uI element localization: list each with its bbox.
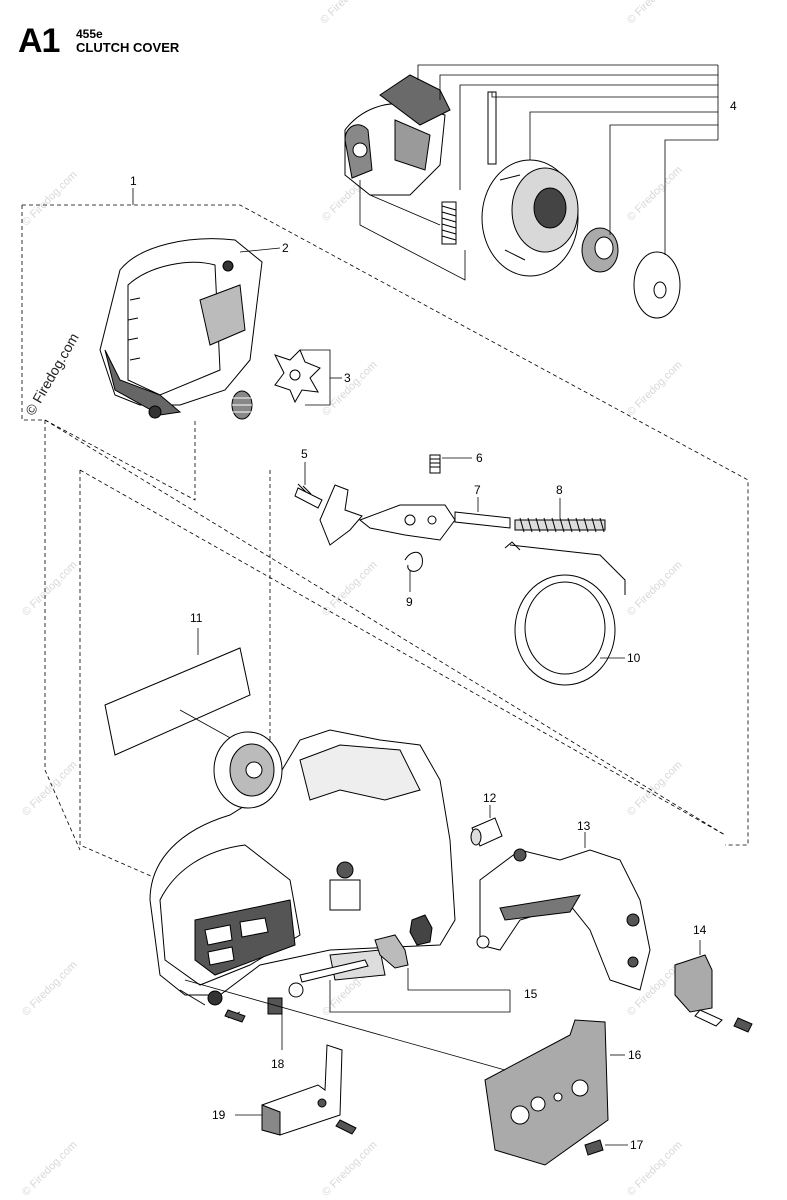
part-10-brake-band — [504, 541, 626, 686]
callout-4: 4 — [730, 99, 737, 113]
part-14-guide-block — [674, 940, 753, 1033]
callout-15: 15 — [524, 987, 538, 1001]
callout-16: 16 — [628, 1048, 642, 1062]
plate-leaders — [184, 979, 628, 1146]
part-screw-18 — [224, 1009, 246, 1023]
diagram-code: A1 — [18, 22, 60, 60]
callout-3: 3 — [344, 371, 351, 385]
callout-12: 12 — [483, 791, 497, 805]
callout-13: 13 — [577, 819, 591, 833]
callout-4-leaders — [359, 64, 719, 281]
callout-5: 5 — [301, 447, 308, 461]
callout-11: 11 — [190, 611, 203, 625]
callout-labels: 1 2 3 4 5 6 7 8 9 10 11 12 13 14 15 16 1… — [130, 99, 737, 1152]
callout-18: 18 — [271, 1057, 285, 1071]
linkage-leaders — [304, 457, 561, 592]
model-number: 455e — [76, 27, 103, 41]
callout-7: 7 — [474, 483, 481, 497]
callout-2: 2 — [282, 241, 289, 255]
clutch-cover-body — [149, 729, 456, 1006]
diagram-title: CLUTCH COVER — [76, 40, 180, 55]
callout-14: 14 — [693, 923, 707, 937]
callout-6: 6 — [476, 451, 483, 465]
part-5-to-9-brake-linkage — [294, 454, 606, 572]
callout-9: 9 — [406, 595, 413, 609]
part-15-gear-and-pin — [267, 914, 433, 1015]
part-4-clutch-assembly — [344, 74, 681, 319]
part-16-side-plate — [484, 1019, 609, 1166]
callout-1: 1 — [130, 174, 137, 188]
callout-3-leader — [300, 349, 331, 406]
callout-8: 8 — [556, 483, 563, 497]
part-12-bushing — [470, 817, 503, 847]
part-13-bracket — [476, 848, 651, 991]
part-19-bracket — [235, 1044, 357, 1136]
callout-19: 19 — [212, 1108, 226, 1122]
callout-2-leader — [239, 247, 281, 253]
callout-17: 17 — [630, 1138, 644, 1152]
part-2-brake-handle-housing — [99, 238, 263, 419]
callout-10: 10 — [627, 651, 641, 665]
assembly-group-outline — [21, 204, 749, 881]
